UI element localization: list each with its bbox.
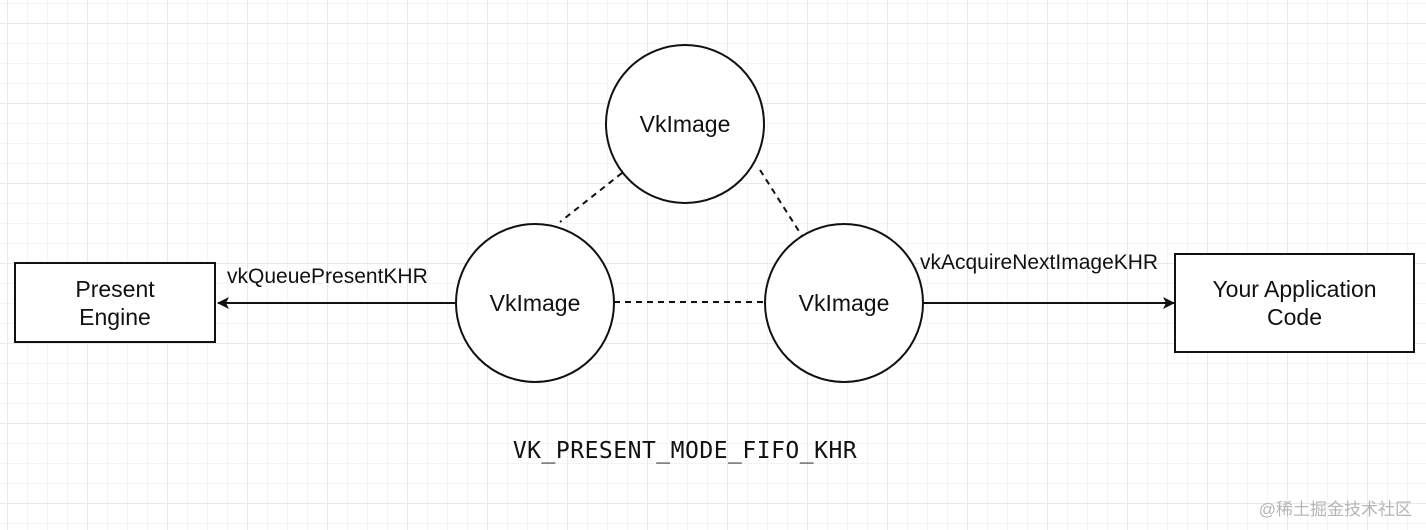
queue-present-label: vkQueuePresentKHR — [227, 265, 428, 288]
vkimage-left-label: VkImage — [489, 289, 581, 316]
watermark: @稀土掘金技术社区 — [1258, 500, 1412, 519]
dashed-link-top-right — [759, 169, 803, 237]
present-engine-label: Present Engine — [75, 275, 155, 330]
vkimage-circle-left: VkImage — [455, 223, 615, 383]
present-engine-box: Present Engine — [14, 262, 216, 343]
vkimage-right-label: VkImage — [798, 289, 890, 316]
vkimage-top-label: VkImage — [639, 110, 731, 137]
vkimage-circle-right: VkImage — [764, 223, 924, 383]
vkimage-circle-top: VkImage — [605, 44, 765, 204]
application-code-box: Your Application Code — [1174, 253, 1415, 353]
application-code-label: Your Application Code — [1212, 276, 1377, 330]
present-mode-caption: VK_PRESENT_MODE_FIFO_KHR — [512, 438, 858, 464]
acquire-next-label: vkAcquireNextImageKHR — [920, 251, 1159, 274]
dashed-link-top-left — [559, 172, 623, 223]
